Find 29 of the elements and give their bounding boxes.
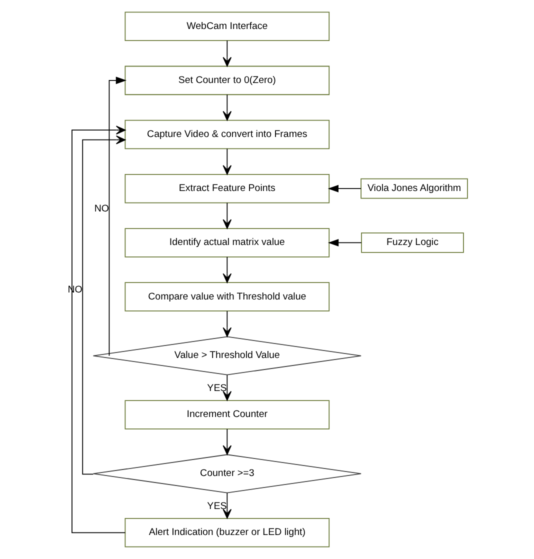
arrow bbox=[222, 374, 232, 401]
node-diamond: Value > Threshold Value bbox=[92, 336, 361, 376]
node-box: Extract Feature Points bbox=[124, 174, 330, 204]
arrow bbox=[222, 40, 232, 67]
arrow bbox=[327, 184, 361, 192]
node-box: WebCam Interface bbox=[124, 12, 330, 41]
node-box: Alert Indication (buzzer or LED light) bbox=[124, 518, 330, 548]
arrow bbox=[108, 76, 126, 356]
arrow bbox=[327, 238, 362, 246]
arrow bbox=[82, 135, 126, 475]
node-diamond: Counter >=3 bbox=[92, 454, 361, 494]
edge-label: YES bbox=[206, 383, 226, 394]
arrow bbox=[222, 202, 232, 229]
node-box: Viola Jones Algorithm bbox=[360, 178, 468, 199]
edge-label: NO bbox=[94, 204, 108, 215]
arrow bbox=[222, 492, 232, 519]
edge-label: YES bbox=[206, 500, 226, 512]
arrow bbox=[222, 148, 232, 175]
arrow bbox=[222, 310, 232, 337]
node-box: Compare value with Threshold value bbox=[124, 282, 330, 312]
node-box: Increment Counter bbox=[124, 400, 330, 430]
arrow bbox=[71, 126, 126, 534]
arrow bbox=[222, 256, 232, 283]
arrow bbox=[222, 428, 232, 455]
node-box: Capture Video & convert into Frames bbox=[124, 120, 330, 150]
arrow bbox=[222, 94, 232, 121]
node-box: Fuzzy Logic bbox=[360, 232, 464, 253]
node-box: Identify actual matrix value bbox=[124, 228, 330, 258]
node-box: Set Counter to 0(Zero) bbox=[124, 66, 330, 96]
